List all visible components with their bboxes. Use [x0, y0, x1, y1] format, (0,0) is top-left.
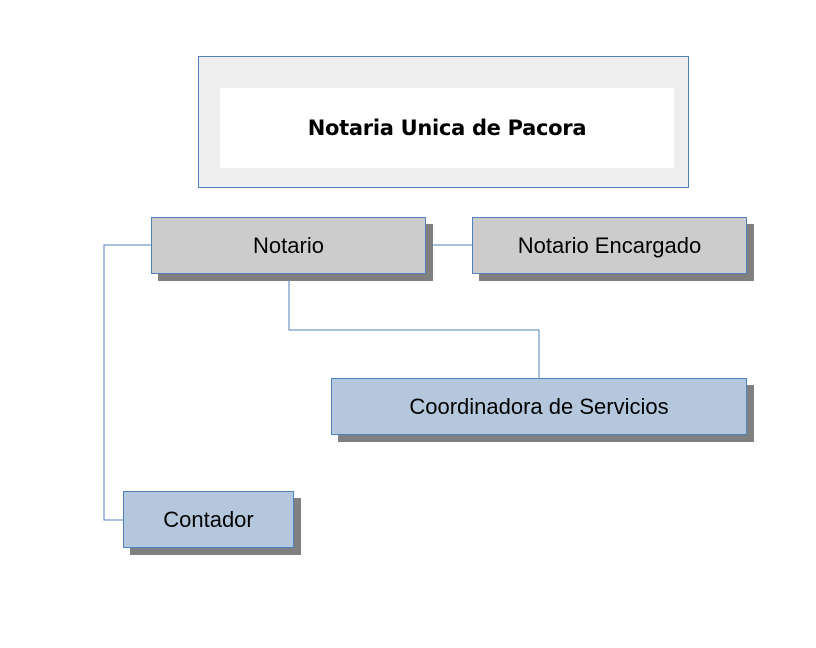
connector-notario-to-coordinadora — [288, 274, 540, 378]
node-coordinadora-label: Coordinadora de Servicios — [409, 393, 669, 419]
node-notario-encargado[interactable]: Notario Encargado — [472, 217, 747, 274]
node-notario-encargado-label: Notario Encargado — [517, 232, 702, 258]
node-notario-label: Notario — [253, 232, 324, 258]
title-box: Notaria Unica de Pacora — [220, 88, 674, 168]
connector-notario-to-contador — [103, 244, 151, 521]
node-contador-label: Contador — [163, 506, 254, 532]
title-frame: Notaria Unica de Pacora — [198, 56, 689, 188]
node-contador[interactable]: Contador — [123, 491, 294, 548]
diagram-title: Notaria Unica de Pacora — [307, 116, 587, 140]
node-coordinadora-de-servicios[interactable]: Coordinadora de Servicios — [331, 378, 747, 435]
node-notario[interactable]: Notario — [151, 217, 426, 274]
